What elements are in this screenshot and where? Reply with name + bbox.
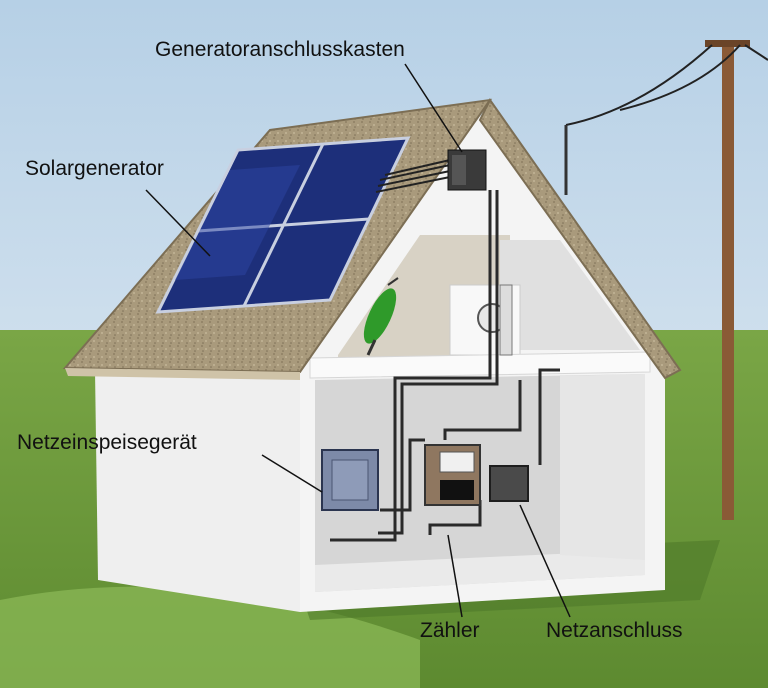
inverter-icon	[321, 449, 379, 511]
upper-meter-icon	[477, 284, 513, 356]
meter-cabinet-icon	[424, 444, 481, 506]
label-grid-connection: Netzanschluss	[546, 619, 683, 642]
leader-lines	[145, 63, 571, 618]
label-junction-box: Generatoranschlusskasten	[155, 38, 405, 61]
wind-turbine-model-icon	[363, 277, 399, 356]
label-meter: Zähler	[420, 619, 480, 642]
label-grid-feed-device: Netzeinspeisegerät	[17, 431, 197, 454]
grid-connection-box-icon	[489, 465, 529, 502]
utility-pole-icon	[564, 40, 768, 520]
cabling	[330, 190, 560, 542]
junction-box-icon	[375, 149, 487, 193]
label-solar-generator: Solargenerator	[25, 157, 164, 180]
